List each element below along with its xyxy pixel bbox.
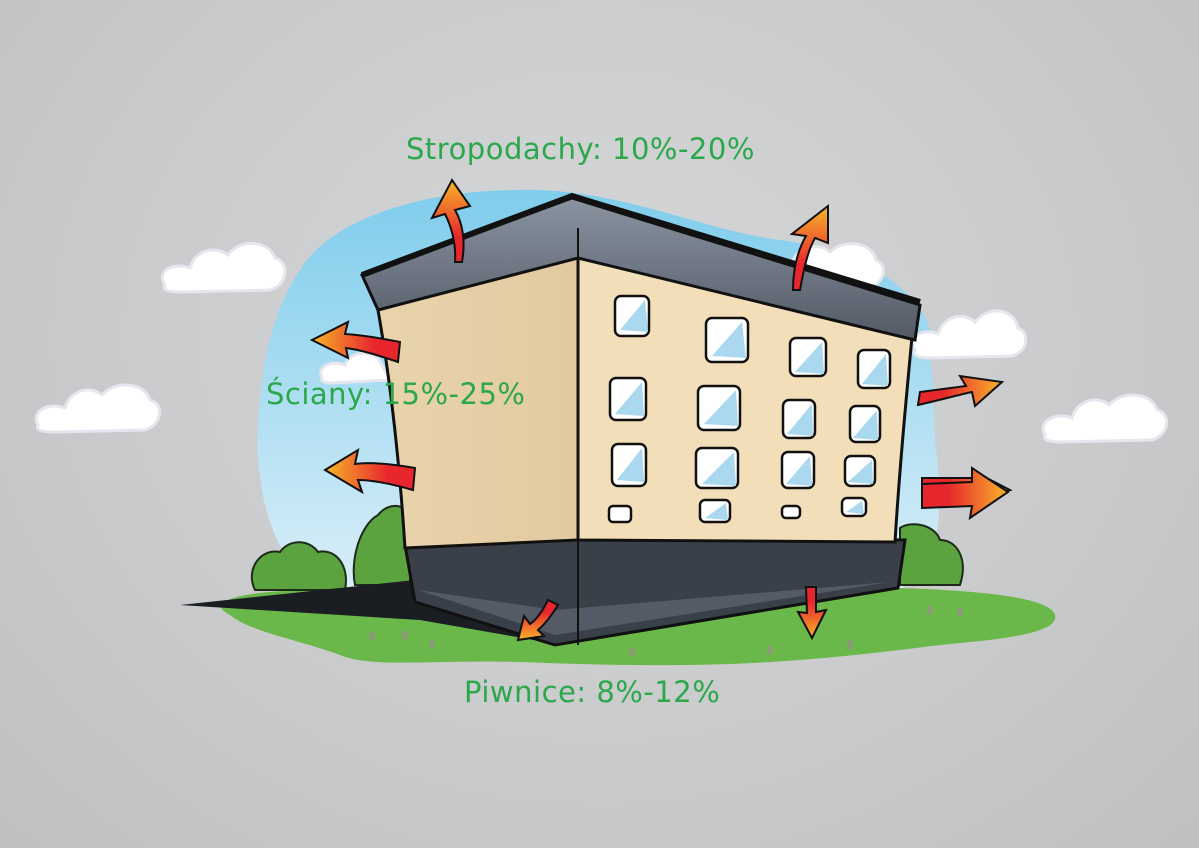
walls-heat-loss-label: Ściany: 15%-25% bbox=[266, 377, 526, 411]
heat-arrow-down-icon bbox=[516, 586, 828, 642]
heat-arrow-left-icon bbox=[309, 320, 417, 495]
basement-heat-loss-label: Piwnice: 8%-12% bbox=[464, 675, 721, 709]
heat-arrow-right-icon bbox=[916, 374, 1013, 521]
roof-heat-loss-label: Stropodachy: 10%-20% bbox=[406, 132, 755, 166]
heat-arrow-up-icon bbox=[429, 178, 829, 291]
